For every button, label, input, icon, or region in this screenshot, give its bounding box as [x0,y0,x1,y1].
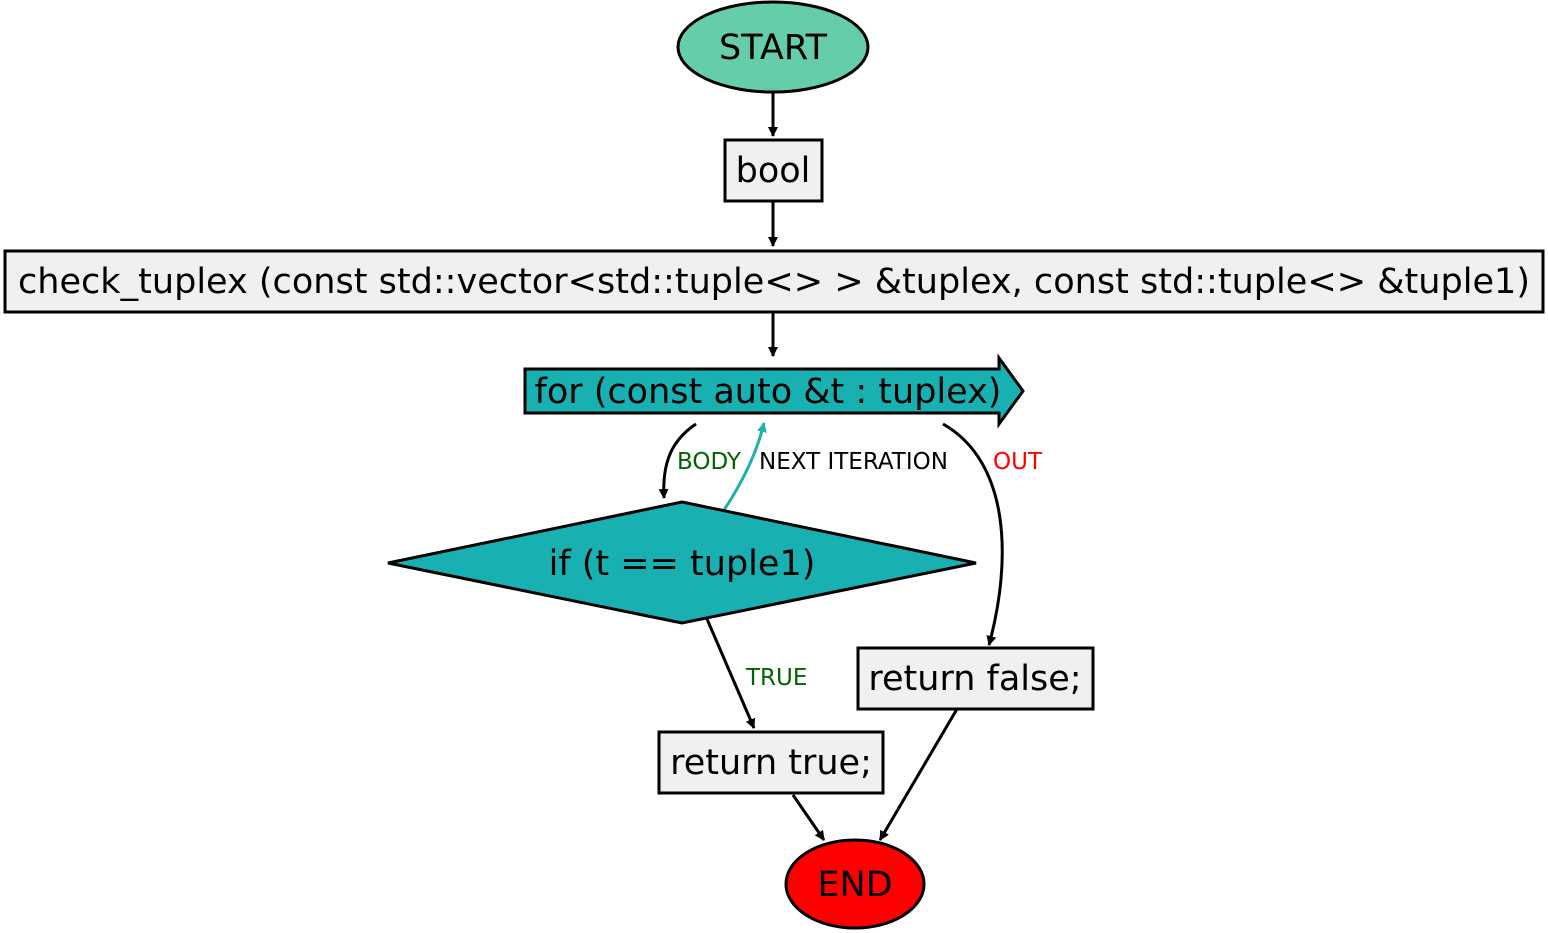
edge-label-true: TRUE [745,665,807,691]
start-oval [676,0,870,94]
return-true-label: return true; [670,743,872,783]
node-start: START [676,0,870,94]
function-label: check_tuplex (const std::vector<std::tup… [18,262,1530,302]
function-box [3,249,1545,314]
edge-labels: BODY NEXT ITERATION OUT TRUE [677,449,1043,691]
return-false-box [856,646,1095,711]
edge-loop-body [658,422,697,499]
node-return-true: return true; [657,730,885,795]
edge-next-iteration [722,422,767,511]
bool-box [723,138,824,203]
end-label: END [817,865,892,905]
start-label: START [719,28,828,68]
node-return-false: return false; [856,646,1095,711]
end-oval [784,838,926,930]
edge-label-body: BODY [677,449,742,475]
edges [658,92,1004,841]
bool-label: bool [736,151,811,191]
condition-diamond [387,500,977,625]
edge-loop-out [942,422,1004,646]
condition-label: if (t == tuple1) [549,544,816,584]
node-end: END [784,838,926,930]
node-if-condition: if (t == tuple1) [387,500,977,625]
edge-return-false-to-end [878,708,959,841]
edge-label-out: OUT [993,449,1043,475]
node-for-loop: for (const auto &t : tuplex) [523,353,1025,429]
edge-label-next-iteration: NEXT ITERATION [759,449,948,475]
node-function-signature: check_tuplex (const std::vector<std::tup… [3,249,1545,314]
edge-condition-true [705,618,756,729]
return-true-box [657,730,885,795]
edge-return-true-to-end [791,794,826,841]
return-false-label: return false; [868,659,1081,699]
loop-shape [523,353,1025,429]
loop-label: for (const auto &t : tuplex) [535,372,1002,412]
node-bool: bool [723,138,824,203]
